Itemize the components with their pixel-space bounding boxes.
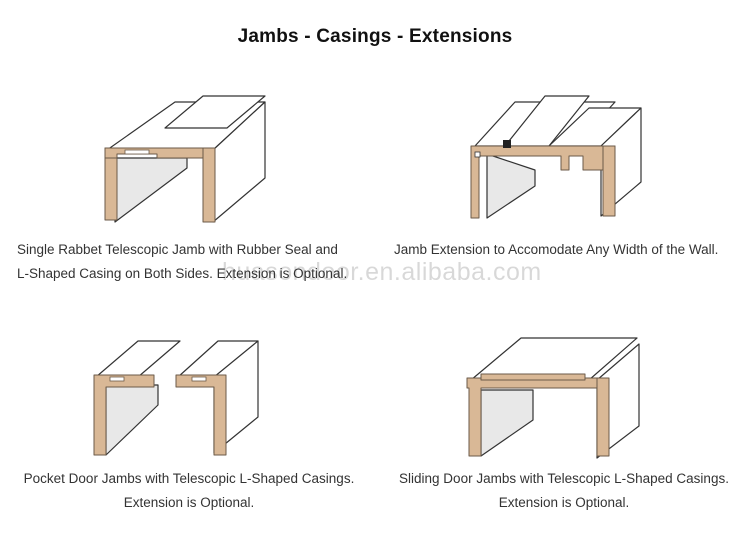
- caption-sliding-door: Sliding Door Jambs with Telescopic L-Sha…: [392, 467, 736, 515]
- caption-single-rabbet: Single Rabbet Telescopic Jamb with Rubbe…: [17, 238, 347, 286]
- caption-line: Extension is Optional.: [498, 495, 630, 510]
- caption-pocket-door: Pocket Door Jambs with Telescopic L-Shap…: [17, 467, 361, 515]
- caption-line: Single Rabbet Telescopic Jamb with Rubbe…: [17, 242, 338, 257]
- caption-line: L-Shaped Casing on Both Sides. Extension…: [17, 266, 348, 281]
- pocket-door-jambs-diagram: [93, 340, 259, 456]
- single-rabbet-jamb-diagram: [104, 95, 266, 223]
- watermark: huasondoor.en.alibaba.com: [222, 258, 542, 286]
- caption-line: Sliding Door Jambs with Telescopic L-Sha…: [399, 471, 729, 486]
- caption-jamb-extension: Jamb Extension to Accomodate Any Width o…: [394, 238, 718, 262]
- caption-line: Extension is Optional.: [123, 495, 255, 510]
- page-title: Jambs - Casings - Extensions: [237, 26, 513, 47]
- sliding-door-jambs-diagram: [466, 337, 640, 459]
- caption-line: Jamb Extension to Accomodate Any Width o…: [394, 242, 719, 257]
- jamb-extension-diagram: [470, 95, 642, 219]
- caption-line: Pocket Door Jambs with Telescopic L-Shap…: [23, 471, 355, 486]
